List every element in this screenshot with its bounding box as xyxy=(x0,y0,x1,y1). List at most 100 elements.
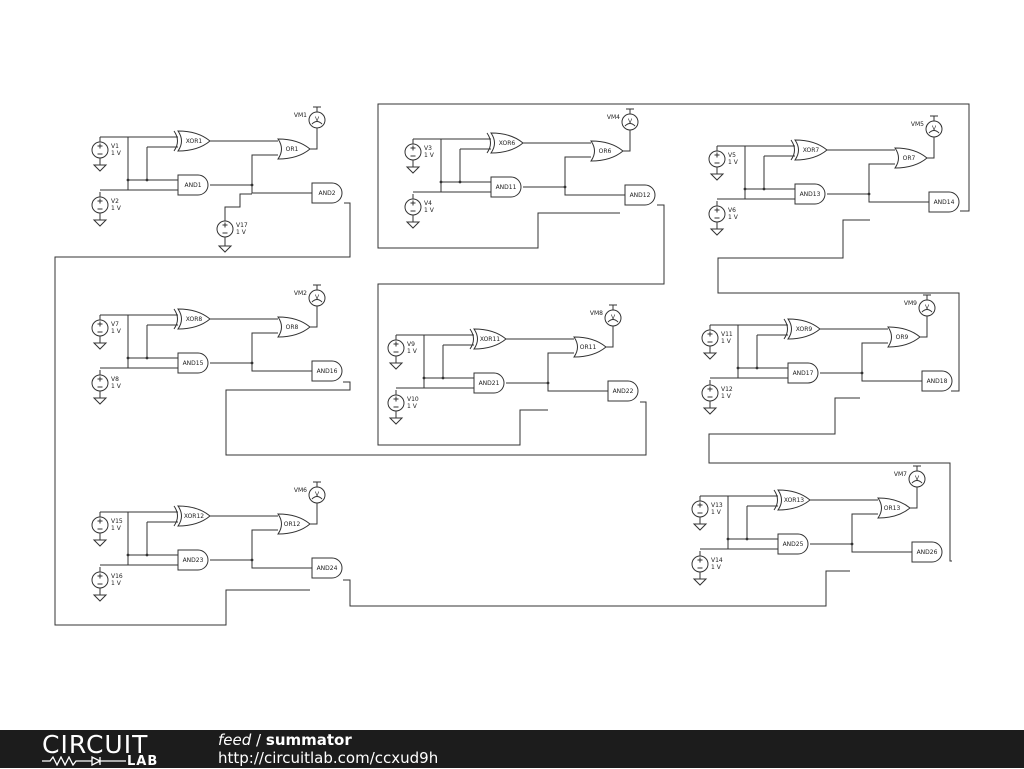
gate-label: AND24 xyxy=(317,565,338,572)
meter-name: VM1 xyxy=(294,112,307,119)
and-gate[interactable]: AND26 xyxy=(911,541,943,563)
resistor-diode-icon xyxy=(42,756,126,766)
voltage-source[interactable]: V91 V xyxy=(387,335,418,370)
wire xyxy=(547,383,608,392)
circuit-url[interactable]: http://circuitlab.com/ccxud9h xyxy=(218,749,439,767)
voltage-source[interactable]: V61 V xyxy=(708,201,739,236)
xor-gate[interactable]: XOR8 xyxy=(173,308,211,330)
gate-label: AND11 xyxy=(496,184,517,191)
gate-label: XOR1 xyxy=(186,138,203,145)
and-gate[interactable]: AND21 xyxy=(473,372,505,394)
gate-label: OR7 xyxy=(903,155,916,162)
source-value: 1 V xyxy=(407,403,418,410)
and-gate[interactable]: AND11 xyxy=(490,176,522,198)
or-gate[interactable]: OR9 xyxy=(887,326,921,348)
wire xyxy=(310,504,318,525)
source-value: 1 V xyxy=(728,214,739,221)
gate-label: AND23 xyxy=(183,557,204,564)
source-value: 1 V xyxy=(111,150,122,157)
wire xyxy=(377,103,970,249)
wire xyxy=(100,136,129,191)
wire xyxy=(564,156,591,187)
source-value: 1 V xyxy=(721,338,732,345)
or-gate[interactable]: OR6 xyxy=(590,140,624,162)
and-gate[interactable]: AND13 xyxy=(794,183,826,205)
or-gate[interactable]: OR11 xyxy=(573,336,607,358)
wire xyxy=(851,513,878,544)
wire xyxy=(224,193,252,216)
and-gate[interactable]: AND23 xyxy=(177,549,209,571)
wire xyxy=(861,342,888,373)
and-gate[interactable]: AND15 xyxy=(177,352,209,374)
or-gate[interactable]: OR1 xyxy=(277,138,311,160)
xor-gate[interactable]: XOR9 xyxy=(783,318,821,340)
xor-gate[interactable]: XOR1 xyxy=(173,130,211,152)
xor-gate[interactable]: XOR11 xyxy=(469,328,507,350)
meter-symbol: V xyxy=(611,314,616,321)
voltage-source[interactable]: V21 V xyxy=(91,192,122,227)
circuitlab-logo[interactable]: CIRCUIT LAB xyxy=(42,732,182,769)
source-name: V12 xyxy=(721,386,733,393)
xor-gate[interactable]: XOR6 xyxy=(486,132,524,154)
and-gate[interactable]: AND22 xyxy=(607,380,639,402)
and-gate[interactable]: AND25 xyxy=(777,533,809,555)
and-gate[interactable]: AND2 xyxy=(311,182,343,204)
and-gate[interactable]: AND18 xyxy=(921,370,953,392)
gate-label: AND12 xyxy=(630,192,651,199)
or-gate[interactable]: OR13 xyxy=(877,497,911,519)
breadcrumb-feed-link[interactable]: feed xyxy=(218,731,252,749)
and-gate[interactable]: AND16 xyxy=(311,360,343,382)
and-gate[interactable]: AND14 xyxy=(928,191,960,213)
and-gate[interactable]: AND17 xyxy=(787,362,819,384)
or-gate[interactable]: OR12 xyxy=(277,513,311,535)
ground-icon xyxy=(92,397,108,405)
voltage-source[interactable]: V31 V xyxy=(404,139,435,174)
voltage-source[interactable]: V71 V xyxy=(91,315,122,350)
source-name: V6 xyxy=(728,207,736,214)
meter-symbol: V xyxy=(915,475,920,482)
voltage-source[interactable]: V51 V xyxy=(708,146,739,181)
and-gate[interactable]: AND24 xyxy=(311,557,343,579)
ground-icon xyxy=(709,228,725,236)
voltage-source[interactable]: V81 V xyxy=(91,370,122,405)
or-gate[interactable]: OR7 xyxy=(894,147,928,169)
voltage-source[interactable]: V41 V xyxy=(404,194,435,229)
and-gate[interactable]: AND1 xyxy=(177,174,209,196)
source-name: V14 xyxy=(711,557,723,564)
wire xyxy=(146,522,178,556)
wire xyxy=(564,187,625,196)
wire xyxy=(910,488,918,509)
source-name: V8 xyxy=(111,376,119,383)
xor-gate[interactable]: XOR13 xyxy=(773,489,811,511)
ground-icon xyxy=(388,417,404,425)
or-gate[interactable]: OR8 xyxy=(277,316,311,338)
source-name: V3 xyxy=(424,145,432,152)
source-name: V13 xyxy=(711,502,723,509)
voltage-source[interactable]: V11 V xyxy=(91,137,122,172)
wire xyxy=(868,194,929,203)
ground-icon xyxy=(692,523,708,531)
and-gate[interactable]: AND12 xyxy=(624,184,656,206)
xor-gate[interactable]: XOR12 xyxy=(173,505,211,527)
circuit-title[interactable]: summator xyxy=(265,731,352,749)
wire xyxy=(861,373,922,382)
ground-icon xyxy=(692,578,708,586)
xor-gate[interactable]: XOR7 xyxy=(790,139,828,161)
wire xyxy=(377,204,665,446)
